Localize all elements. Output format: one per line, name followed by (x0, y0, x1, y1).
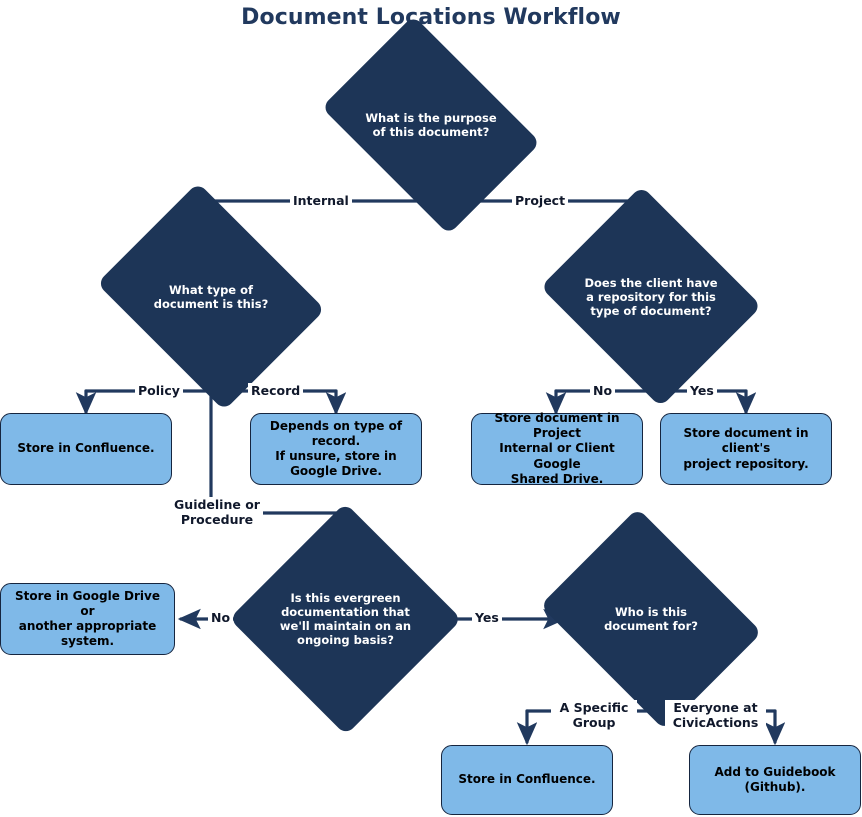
edge-label-yes-repo: Yes (687, 383, 717, 398)
edge-label-no-repo: No (590, 383, 616, 398)
decision-internal-type-label: What type of document is this? (153, 282, 269, 311)
edge-label-policy: Policy (135, 383, 183, 398)
edge-label-internal: Internal (290, 193, 352, 208)
process-yes-client-repo-result[interactable]: Store document in client's project repos… (660, 413, 832, 485)
edge-label-yes-evergreen: Yes (472, 610, 502, 625)
decision-purpose[interactable]: What is the purpose of this document? (321, 15, 541, 235)
decision-audience-label: Who is this document for? (604, 604, 698, 633)
process-policy-result[interactable]: Store in Confluence. (0, 413, 172, 485)
edge-label-project: Project (512, 193, 569, 208)
decision-client-repo-label: Does the client have a repository for th… (584, 275, 718, 318)
process-not-evergreen-result[interactable]: Store in Google Drive or another appropr… (0, 583, 175, 655)
edge-label-guideline-or-procedure: Guideline or Procedure (171, 497, 263, 527)
process-no-client-repo-result[interactable]: Store document in Project Internal or Cl… (471, 411, 643, 486)
decision-internal-type[interactable]: What type of document is this? (96, 182, 326, 411)
process-specific-group-result[interactable]: Store in Confluence. (441, 745, 613, 815)
process-everyone-result[interactable]: Add to Guidebook (Github). (689, 745, 861, 815)
decision-evergreen-label: Is this evergreen documentation that we'… (279, 590, 412, 648)
decision-purpose-label: What is the purpose of this document? (365, 110, 497, 139)
edge-label-specific-group: A Specific Group (551, 700, 637, 730)
edge-label-no-evergreen: No (208, 610, 234, 625)
decision-audience[interactable]: Who is this document for? (539, 507, 763, 731)
decision-client-repo[interactable]: Does the client have a repository for th… (540, 185, 762, 408)
decision-evergreen[interactable]: Is this evergreen documentation that we'… (229, 502, 462, 736)
edge-label-record: Record (248, 383, 304, 398)
process-record-result[interactable]: Depends on type of record. If unsure, st… (250, 413, 422, 485)
edge-label-everyone: Everyone at CivicActions (665, 700, 766, 730)
page-title: Document Locations Workflow (241, 5, 621, 30)
